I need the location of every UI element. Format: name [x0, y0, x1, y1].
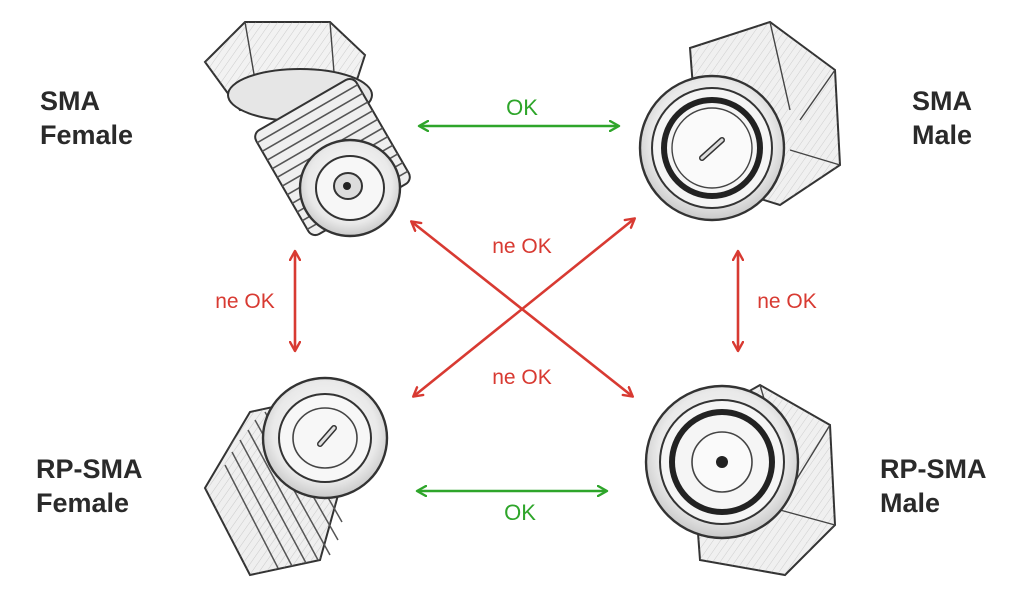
rpsma-male-label: RP-SMA Male [880, 452, 987, 520]
rpsma-female-label: RP-SMA Female [36, 452, 143, 520]
not-ok-arrow-diagonal-up [414, 219, 634, 396]
rpsma-female-connector-image [203, 376, 389, 577]
ok-label-bottom: OK [504, 500, 536, 525]
ok-label-top: OK [506, 95, 538, 120]
rpsma-female-label-line2: Female [36, 488, 130, 518]
sma-male-connector-image [638, 20, 842, 222]
sma-female-label: SMA Female [40, 84, 133, 152]
not-ok-label-right: ne OK [757, 290, 817, 313]
not-ok-label-left: ne OK [215, 290, 275, 313]
rpsma-male-label-line2: Male [880, 488, 941, 518]
sma-male-label: SMA Male [912, 84, 972, 152]
not-ok-label-cross-lower: ne OK [492, 366, 552, 389]
rpsma-female-label-line1: RP-SMA [36, 454, 143, 484]
sma-female-label-line1: SMA [40, 86, 100, 116]
sma-male-label-line1: SMA [912, 86, 972, 116]
sma-female-label-line2: Female [40, 120, 134, 150]
rpsma-male-label-line1: RP-SMA [880, 454, 987, 484]
sma-female-connector-image [203, 21, 411, 238]
sma-male-label-line2: Male [912, 120, 973, 150]
rpsma-male-connector-image [644, 383, 837, 577]
not-ok-label-cross-upper: ne OK [492, 235, 552, 258]
